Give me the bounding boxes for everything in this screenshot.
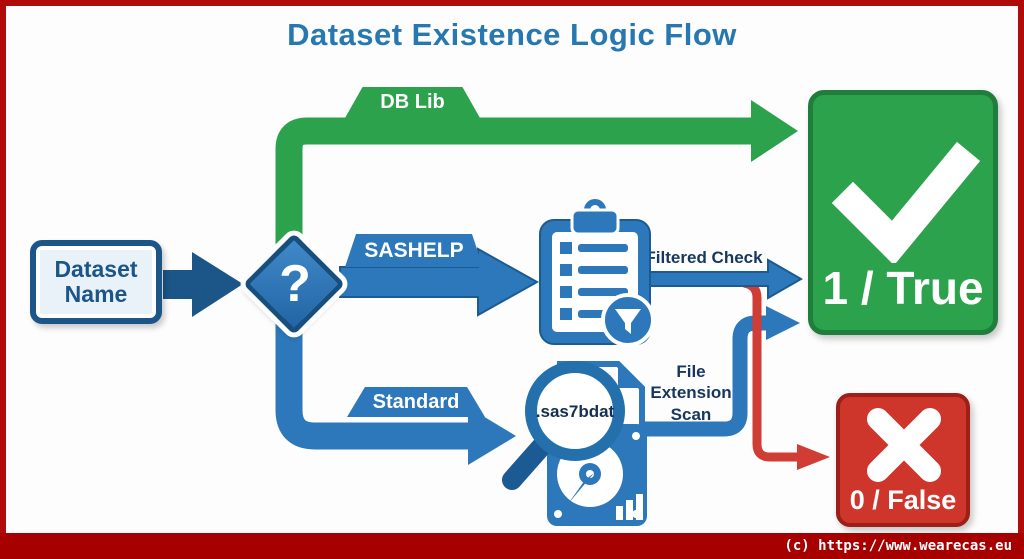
file-scan-icon-group: .sas7bdat bbox=[502, 361, 647, 526]
file-extension-scan-label: File Extension Scan bbox=[650, 362, 732, 424]
copyright-credit: (c) https://www.wearecas.eu bbox=[784, 538, 1012, 554]
branch-banner-db-lib: DB Lib bbox=[345, 87, 480, 118]
branch-banner-sashelp: SASHELP bbox=[345, 234, 483, 267]
cross-icon bbox=[867, 408, 941, 482]
dataset-to-decision-arrow bbox=[163, 252, 243, 317]
magnifier-icon: .sas7bdat bbox=[502, 361, 625, 490]
sashelp-label: SASHELP bbox=[364, 238, 464, 262]
result-true-label: 1 / True bbox=[822, 262, 984, 314]
result-true-node: 1 / True bbox=[808, 90, 998, 335]
result-false-label: 0 / False bbox=[849, 485, 957, 515]
db-lib-label: DB Lib bbox=[380, 91, 445, 113]
filter-funnel-icon bbox=[601, 293, 655, 347]
page-title: Dataset Existence Logic Flow bbox=[287, 17, 737, 52]
scan-to-true-arrow bbox=[640, 306, 800, 437]
standard-flow-arrow bbox=[275, 318, 516, 465]
result-false-node: 0 / False bbox=[836, 393, 970, 527]
db-lib-flow-arrow bbox=[275, 100, 798, 252]
dataset-name-node: Dataset Name bbox=[30, 240, 162, 324]
branch-banner-standard: Standard bbox=[347, 387, 485, 417]
filtered-check-arrow bbox=[645, 258, 804, 300]
scanned-extension-label: .sas7bdat bbox=[536, 402, 615, 421]
footer-bar: (c) https://www.wearecas.eu bbox=[0, 533, 1024, 559]
filtered-check-label: Filtered Check bbox=[645, 248, 763, 267]
standard-label: Standard bbox=[372, 390, 460, 413]
dataset-name-label: Dataset Name bbox=[54, 256, 138, 307]
checkmark-icon bbox=[831, 141, 981, 263]
clipboard-checklist-icon bbox=[539, 199, 655, 347]
question-mark-icon: ? bbox=[279, 255, 311, 313]
